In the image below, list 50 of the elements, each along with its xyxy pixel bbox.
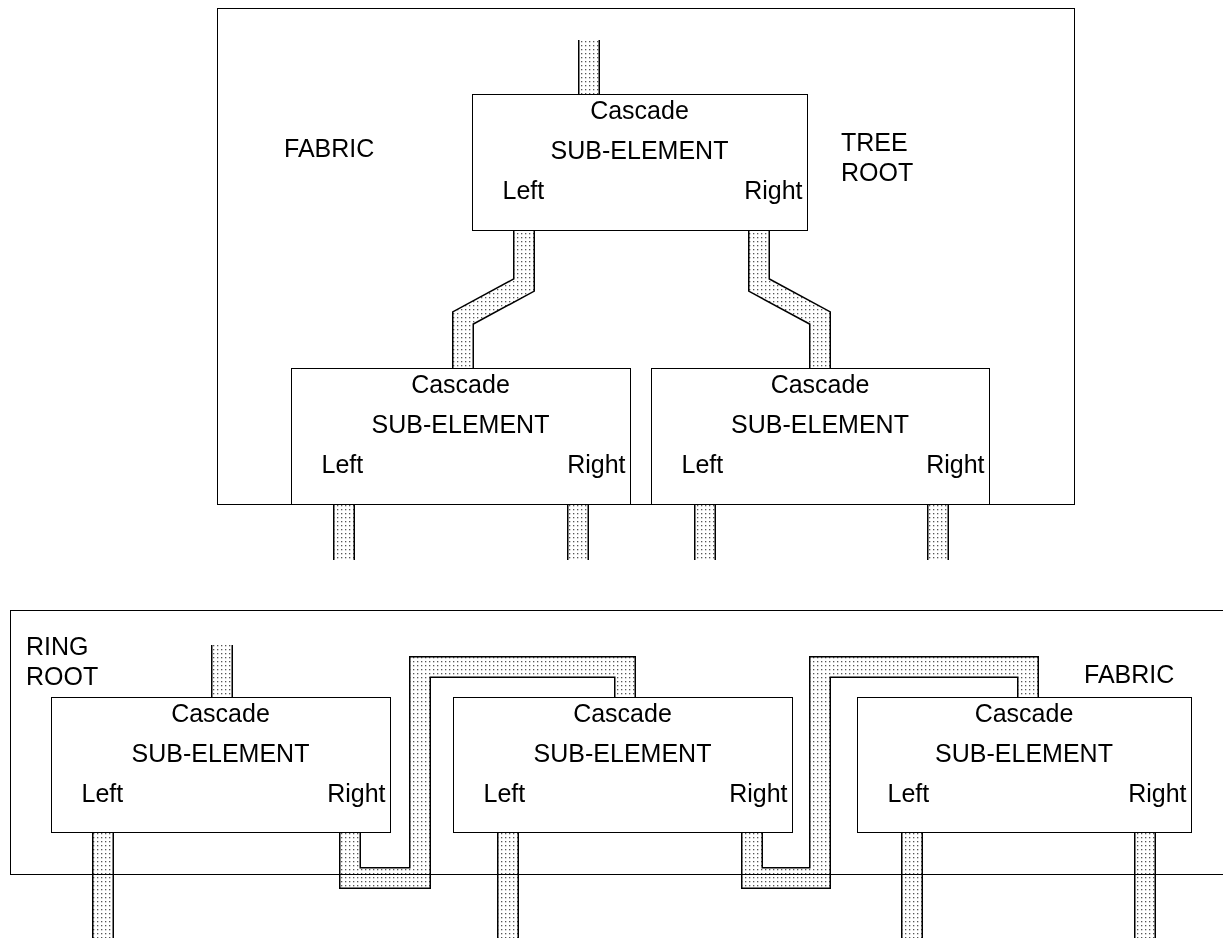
port-label: Right <box>567 448 626 479</box>
bus-connector <box>339 656 636 889</box>
bus-connector <box>497 833 519 938</box>
bus-connector <box>901 833 923 938</box>
sub-element-box <box>452 696 793 833</box>
port-label: Right <box>1128 777 1187 808</box>
port-label: Left <box>81 777 124 808</box>
bus-connector <box>748 231 831 368</box>
port-label: Right <box>744 174 803 205</box>
port-label: Left <box>502 174 545 205</box>
root-label: RING ROOT <box>26 631 100 691</box>
bus-connector <box>694 505 716 560</box>
bus-connector <box>741 656 1039 889</box>
port-label: Left <box>321 448 364 479</box>
element-name-label: SUB-ELEMENT <box>731 408 909 439</box>
bus-connector <box>92 833 114 938</box>
element-type-label: Cascade <box>411 368 510 399</box>
sub-element-box <box>856 696 1192 833</box>
port-label: Left <box>887 777 930 808</box>
element-name-label: SUB-ELEMENT <box>533 737 712 768</box>
sub-element-box <box>50 696 391 833</box>
element-name-label: SUB-ELEMENT <box>935 737 1113 768</box>
element-type-label: Cascade <box>573 697 672 728</box>
bus-connector <box>927 505 949 560</box>
element-name-label: SUB-ELEMENT <box>371 408 550 439</box>
port-label: Right <box>327 777 386 808</box>
bus-connector <box>578 40 600 94</box>
bus-connector <box>333 505 355 560</box>
root-label: TREE ROOT <box>841 127 915 187</box>
bus-connector <box>452 231 535 368</box>
sub-element-box <box>471 93 808 231</box>
fabric-box <box>10 610 1223 875</box>
bus-connector <box>567 505 589 560</box>
element-name-label: SUB-ELEMENT <box>550 134 729 165</box>
port-label: Left <box>483 777 526 808</box>
element-type-label: Cascade <box>590 94 689 125</box>
sub-element-box <box>650 367 990 505</box>
sub-element-box <box>290 367 631 505</box>
element-type-label: Cascade <box>974 697 1074 728</box>
fabric-label: FABRIC <box>1084 659 1175 689</box>
port-label: Left <box>681 448 724 479</box>
element-name-label: SUB-ELEMENT <box>131 737 310 768</box>
element-type-label: Cascade <box>770 368 870 399</box>
fabric-box <box>217 8 1075 505</box>
port-label: Right <box>729 777 788 808</box>
fabric-label: FABRIC <box>284 133 375 163</box>
bus-connector <box>1134 833 1156 938</box>
bus-connector <box>211 645 233 697</box>
element-type-label: Cascade <box>171 697 270 728</box>
port-label: Right <box>926 448 985 479</box>
